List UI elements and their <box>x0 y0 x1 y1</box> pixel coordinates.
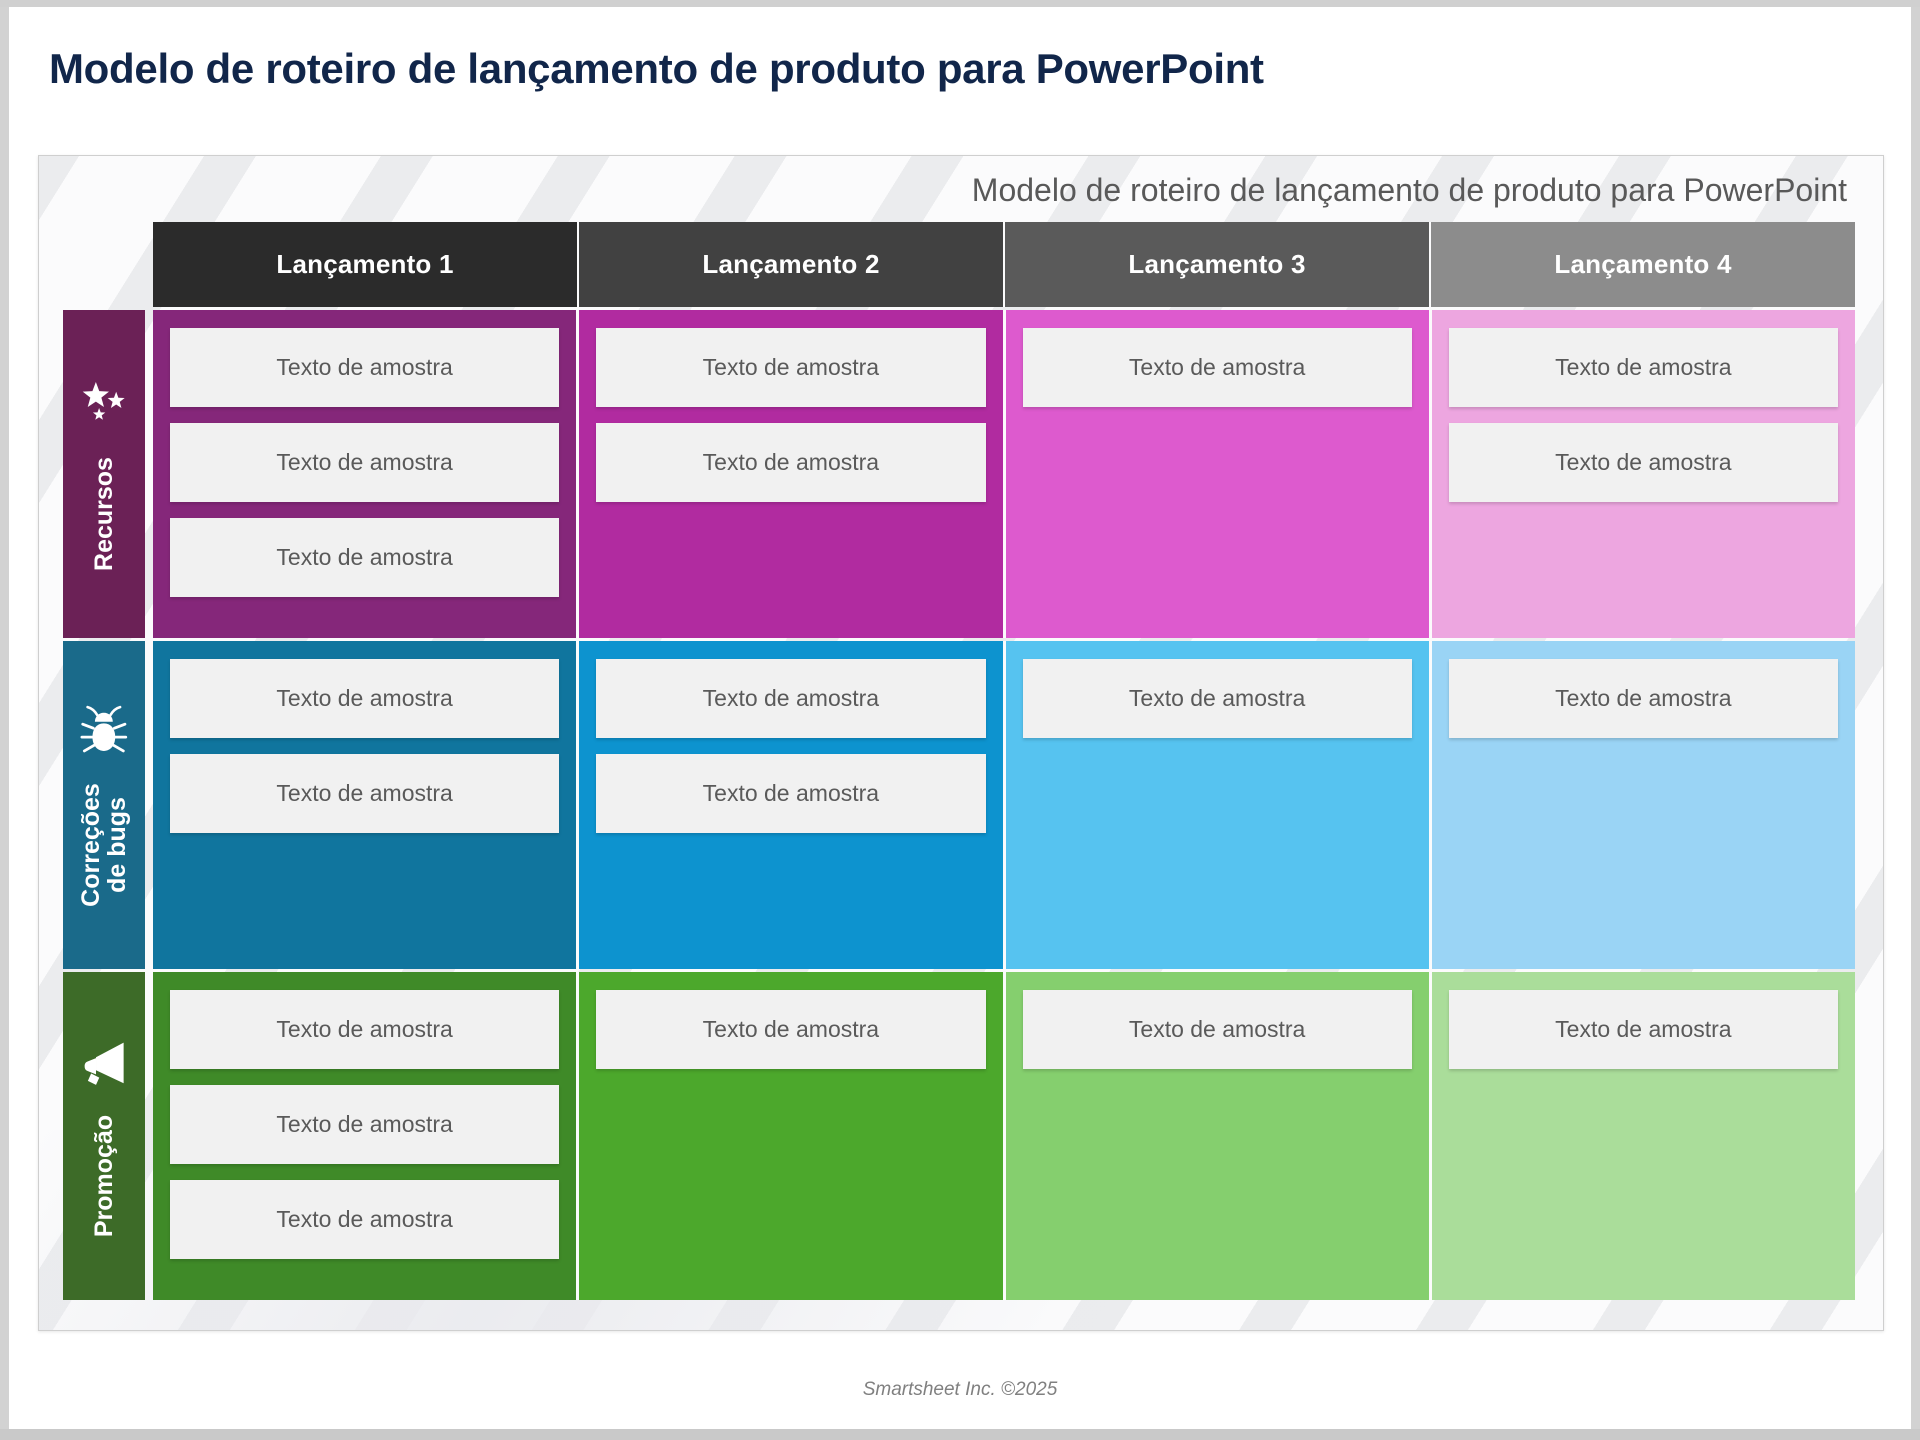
column-header-4[interactable]: Lançamento 4 <box>1431 222 1855 307</box>
matrix-cell-r3-c4[interactable]: Texto de amostra <box>1431 972 1855 1300</box>
row-label-line: Recursos <box>89 457 118 571</box>
column-header-label: Lançamento 1 <box>276 249 454 279</box>
row-label-line: Promoção <box>89 1114 118 1238</box>
cell-text-label: Texto de amostra <box>1555 685 1732 711</box>
cell-text-label: Texto de amostra <box>1128 354 1306 380</box>
cell-text-label: Texto de amostra <box>702 1016 880 1042</box>
cell-text-box[interactable]: Texto de amostra <box>1448 423 1838 502</box>
page-edge-bottom <box>0 1429 1920 1440</box>
cell-text-label: Texto de amostra <box>276 685 453 711</box>
cell-text-box[interactable]: Texto de amostra <box>170 1085 560 1164</box>
page-title: Modelo de roteiro de lançamento de produ… <box>49 45 1264 92</box>
bug-icon <box>77 703 131 757</box>
slide-subtitle: Modelo de roteiro de lançamento de produ… <box>971 172 1847 208</box>
cell-text-box[interactable]: Texto de amostra <box>170 328 560 407</box>
row-label-gap <box>145 641 153 969</box>
cell-text-label: Texto de amostra <box>276 1206 453 1232</box>
cell-text-label: Texto de amostra <box>702 449 880 475</box>
cell-text-box[interactable]: Texto de amostra <box>170 1180 560 1259</box>
matrix-cell-r2-c3[interactable]: Texto de amostra <box>1005 641 1432 969</box>
cell-text-label: Texto de amostra <box>276 1016 453 1042</box>
cell-text-label: Texto de amostra <box>1555 354 1732 380</box>
cell-text-box[interactable]: Texto de amostra <box>170 518 560 597</box>
page-edge-left <box>0 0 9 1440</box>
cell-text-box[interactable]: Texto de amostra <box>1022 990 1412 1069</box>
row-label-3[interactable]: Promoção <box>63 972 145 1300</box>
cell-text-box[interactable]: Texto de amostra <box>1022 328 1412 407</box>
column-header-2[interactable]: Lançamento 2 <box>579 222 1005 307</box>
cell-text-box[interactable]: Texto de amostra <box>170 990 560 1069</box>
cell-text-label: Texto de amostra <box>276 544 453 570</box>
footer-copyright: Smartsheet Inc. ©2025 <box>862 1379 1058 1400</box>
matrix-cell-r3-c3[interactable]: Texto de amostra <box>1005 972 1432 1300</box>
cell-text-label: Texto de amostra <box>276 449 453 475</box>
cell-text-box[interactable]: Texto de amostra <box>170 423 560 502</box>
cell-text-label: Texto de amostra <box>276 780 453 806</box>
cell-text-box[interactable]: Texto de amostra <box>1448 328 1838 407</box>
cell-text-label: Texto de amostra <box>276 354 453 380</box>
page-inner: Modelo de roteiro de lançamento de produ… <box>9 7 1911 1429</box>
row-label-line: Correções <box>76 783 105 907</box>
row-label-inner: Recursos <box>77 377 131 571</box>
megaphone-icon <box>77 1035 131 1089</box>
cell-text-label: Texto de amostra <box>1128 685 1306 711</box>
matrix-cell-r1-c3[interactable]: Texto de amostra <box>1005 310 1432 638</box>
cell-text-box[interactable]: Texto de amostra <box>596 423 986 502</box>
cell-text-box[interactable]: Texto de amostra <box>1022 659 1412 738</box>
row-label-gap <box>145 310 153 638</box>
slide-canvas: Modelo de roteiro de lançamento de produ… <box>38 155 1884 1331</box>
column-header-label: Lançamento 4 <box>1554 249 1732 279</box>
column-header-label: Lançamento 2 <box>702 249 880 279</box>
cell-text-label: Texto de amostra <box>702 685 880 711</box>
cell-text-label: Texto de amostra <box>276 1111 453 1137</box>
cell-text-label: Texto de amostra <box>1555 449 1732 475</box>
cell-text-label: Texto de amostra <box>702 354 880 380</box>
page-edge-top <box>0 0 1920 7</box>
row-label-text: Recursos <box>89 457 118 571</box>
three-stars-icon <box>77 377 131 431</box>
cell-text-box[interactable]: Texto de amostra <box>596 328 986 407</box>
matrix-cell-r3-c2[interactable]: Texto de amostra <box>579 972 1006 1300</box>
cell-text-label: Texto de amostra <box>1555 1016 1732 1042</box>
row-label-text: Promoção <box>89 1114 118 1238</box>
row-label-gap <box>145 972 153 1300</box>
page-edge-right <box>1911 0 1920 1440</box>
column-header-3[interactable]: Lançamento 3 <box>1005 222 1431 307</box>
matrix-cell-r2-c4[interactable]: Texto de amostra <box>1431 641 1855 969</box>
cell-text-box[interactable]: Texto de amostra <box>596 990 986 1069</box>
cell-text-box[interactable]: Texto de amostra <box>596 659 986 738</box>
cell-text-box[interactable]: Texto de amostra <box>170 659 560 738</box>
cell-text-label: Texto de amostra <box>702 780 880 806</box>
matrix-header-row: Lançamento 1 Lançamento 2 Lançamento 3 Lanç… <box>153 222 1855 307</box>
column-header-1[interactable]: Lançamento 1 <box>153 222 579 307</box>
cell-text-box[interactable]: Texto de amostra <box>596 754 986 833</box>
cell-text-box[interactable]: Texto de amostra <box>1448 990 1838 1069</box>
cell-text-box[interactable]: Texto de amostra <box>170 754 560 833</box>
cell-text-label: Texto de amostra <box>1128 1016 1306 1042</box>
roadmap-matrix: Lançamento 1 Lançamento 2 Lançamento 3 Lanç… <box>63 222 1855 1300</box>
row-label-line: de bugs <box>103 797 132 893</box>
row-label-inner: Promoção <box>77 1035 131 1237</box>
cell-text-box[interactable]: Texto de amostra <box>1448 659 1838 738</box>
column-header-label: Lançamento 3 <box>1128 249 1306 279</box>
row-label-1[interactable]: Recursos <box>63 310 145 638</box>
